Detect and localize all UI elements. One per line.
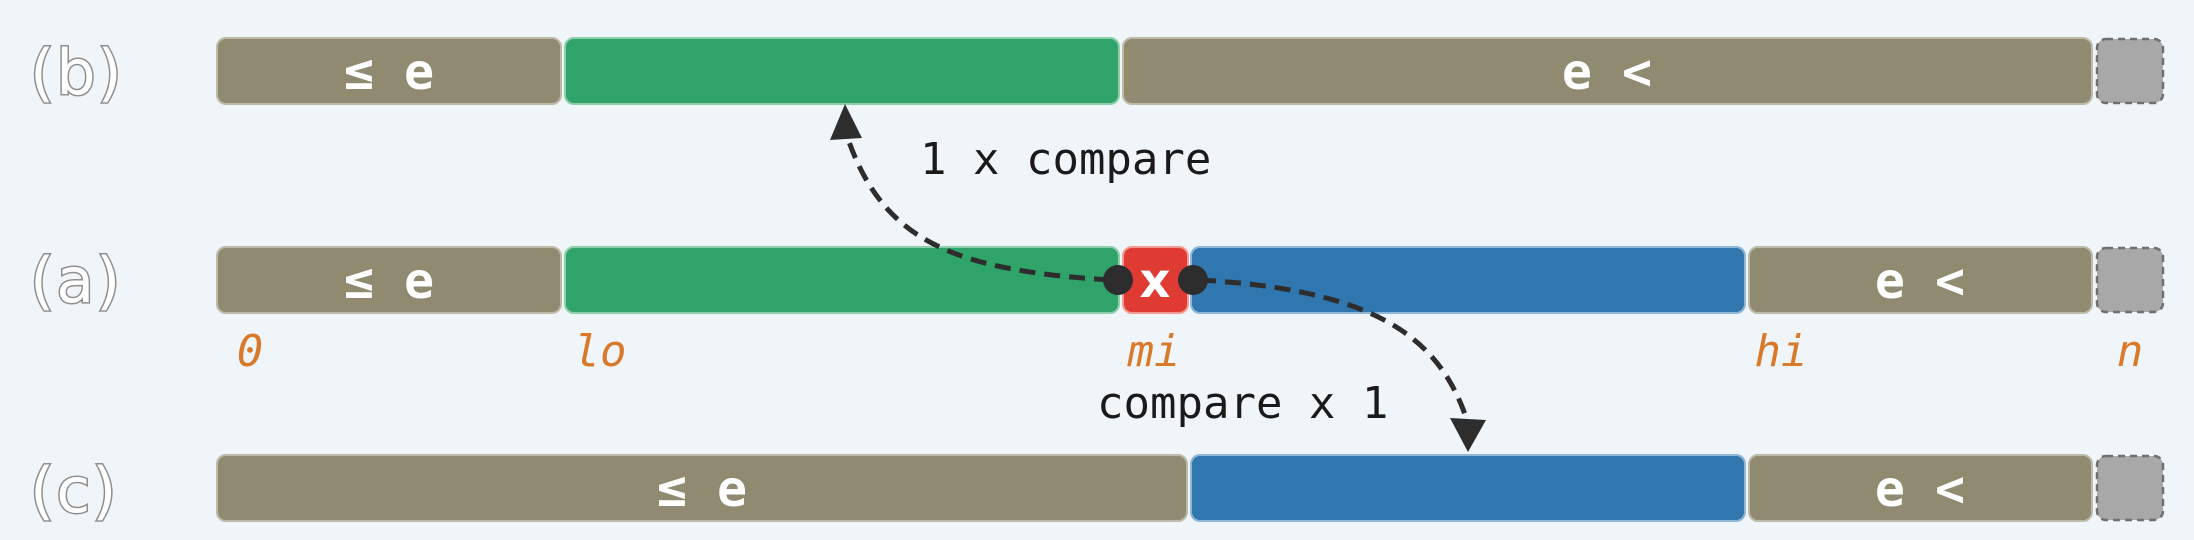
row-c-gt-label: e < [1875, 460, 1965, 518]
index-lo: lo [574, 326, 627, 377]
index-zero: 0 [237, 326, 264, 377]
row-b-le-label: ≤ e [344, 43, 434, 101]
pivot-left-dot [1103, 265, 1133, 295]
arrow-down-path [1199, 277, 1470, 421]
row-a-gt-label: e < [1875, 252, 1965, 310]
row-a-mi-hi-segment [1190, 246, 1746, 314]
pivot-right-dot [1178, 265, 1208, 295]
row-label-c: (c) [30, 454, 118, 527]
index-n: n [2117, 326, 2144, 377]
arrow-down-head [1450, 418, 1486, 452]
row-b-end-slot [2095, 37, 2165, 105]
row-a-lo-mi-segment [564, 246, 1120, 314]
row-a-gt-segment [1748, 246, 2093, 314]
row-label-b: (b) [30, 36, 124, 109]
row-b-gt-label: e < [1562, 43, 1652, 101]
row-c-gt-segment [1748, 454, 2093, 522]
row-b-unknown-segment [564, 37, 1120, 105]
row-c-le-segment [216, 454, 1188, 522]
annotation-up: 1 x compare [920, 134, 1211, 185]
index-hi: hi [1755, 326, 1808, 377]
arrow-up-path [842, 129, 1111, 283]
row-a-end-slot [2095, 246, 2165, 314]
row-c-le-label: ≤ e [657, 460, 747, 518]
row-b-gt-segment [1122, 37, 2093, 105]
row-a-pivot-label: x [1140, 253, 1171, 309]
row-c: ≤ e e < [216, 454, 2165, 522]
row-b: ≤ e e < [216, 37, 2165, 105]
row-a-le-label: ≤ e [344, 252, 434, 310]
row-c-end-slot [2095, 454, 2165, 522]
row-b-le-segment [216, 37, 562, 105]
index-mi: mi [1127, 326, 1181, 377]
row-c-unknown-segment [1190, 454, 1746, 522]
arrow-up-head [830, 104, 862, 140]
annotation-down: compare x 1 [1097, 378, 1388, 429]
row-a-le-segment [216, 246, 562, 314]
row-label-a: (a) [30, 244, 122, 317]
